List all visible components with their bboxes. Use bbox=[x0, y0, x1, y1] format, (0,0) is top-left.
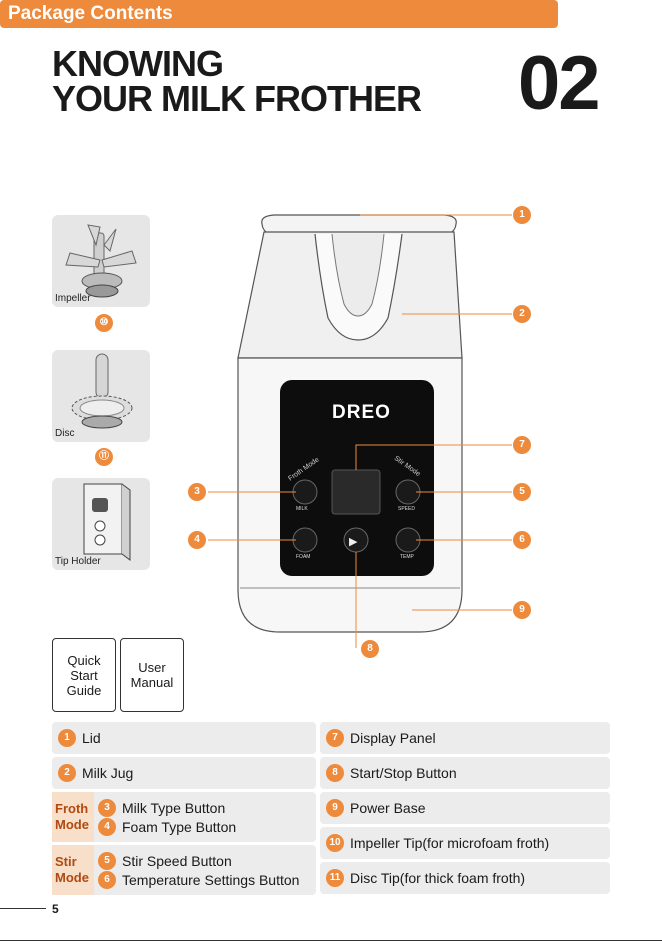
disc-thumbnail: Disc bbox=[52, 350, 150, 442]
badge-11: ⑪ bbox=[95, 448, 113, 466]
tip-holder-thumbnail: Tip Holder bbox=[52, 478, 150, 570]
section-title: Package Contents bbox=[8, 3, 173, 24]
impeller-illustration bbox=[65, 224, 137, 298]
page-title: KNOWING YOUR MILK FROTHER bbox=[52, 43, 422, 119]
callout-7: 7 bbox=[513, 436, 531, 454]
milk-button-label: MILK bbox=[296, 506, 308, 512]
speed-button-label: SPEED bbox=[398, 506, 415, 512]
disc-caption: Disc bbox=[55, 428, 75, 439]
callout-2: 2 bbox=[513, 305, 531, 323]
tip-holder-illustration bbox=[83, 483, 131, 561]
impeller-thumbnail: Impeller bbox=[52, 215, 150, 307]
callout-4: 4 bbox=[188, 531, 206, 549]
stir-mode-tag: Stir Mode bbox=[52, 845, 94, 895]
callout-1: 1 bbox=[513, 206, 531, 224]
froth-mode-tag: Froth Mode bbox=[52, 792, 94, 842]
foam-button-label: FOAM bbox=[296, 554, 311, 560]
temp-button-label: TEMP bbox=[400, 554, 414, 560]
impeller-caption: Impeller bbox=[55, 293, 91, 304]
callout-8: 8 bbox=[361, 640, 379, 658]
tip-holder-caption: Tip Holder bbox=[55, 556, 101, 567]
section-banner: Package Contents bbox=[0, 0, 558, 28]
brand-logo: DREO bbox=[332, 402, 391, 423]
svg-text:▶: ▶ bbox=[349, 535, 358, 548]
badge-10: ⑩ bbox=[95, 314, 113, 332]
quick-start-guide: Quick Start Guide bbox=[52, 638, 116, 712]
callout-5: 5 bbox=[513, 483, 531, 501]
page-number: 5 bbox=[52, 902, 59, 916]
footer-rule bbox=[0, 908, 46, 909]
foam-button bbox=[292, 527, 318, 553]
bottom-rule bbox=[0, 940, 662, 941]
callout-6: 6 bbox=[513, 531, 531, 549]
user-manual: User Manual bbox=[120, 638, 184, 712]
callout-9: 9 bbox=[513, 601, 531, 619]
callout-3: 3 bbox=[188, 483, 206, 501]
chapter-number: 02 bbox=[518, 41, 601, 126]
milk-button bbox=[292, 479, 318, 505]
milk-frother-illustration: ▶ bbox=[208, 214, 512, 648]
disc-illustration bbox=[71, 353, 133, 429]
display-screen bbox=[331, 469, 381, 515]
